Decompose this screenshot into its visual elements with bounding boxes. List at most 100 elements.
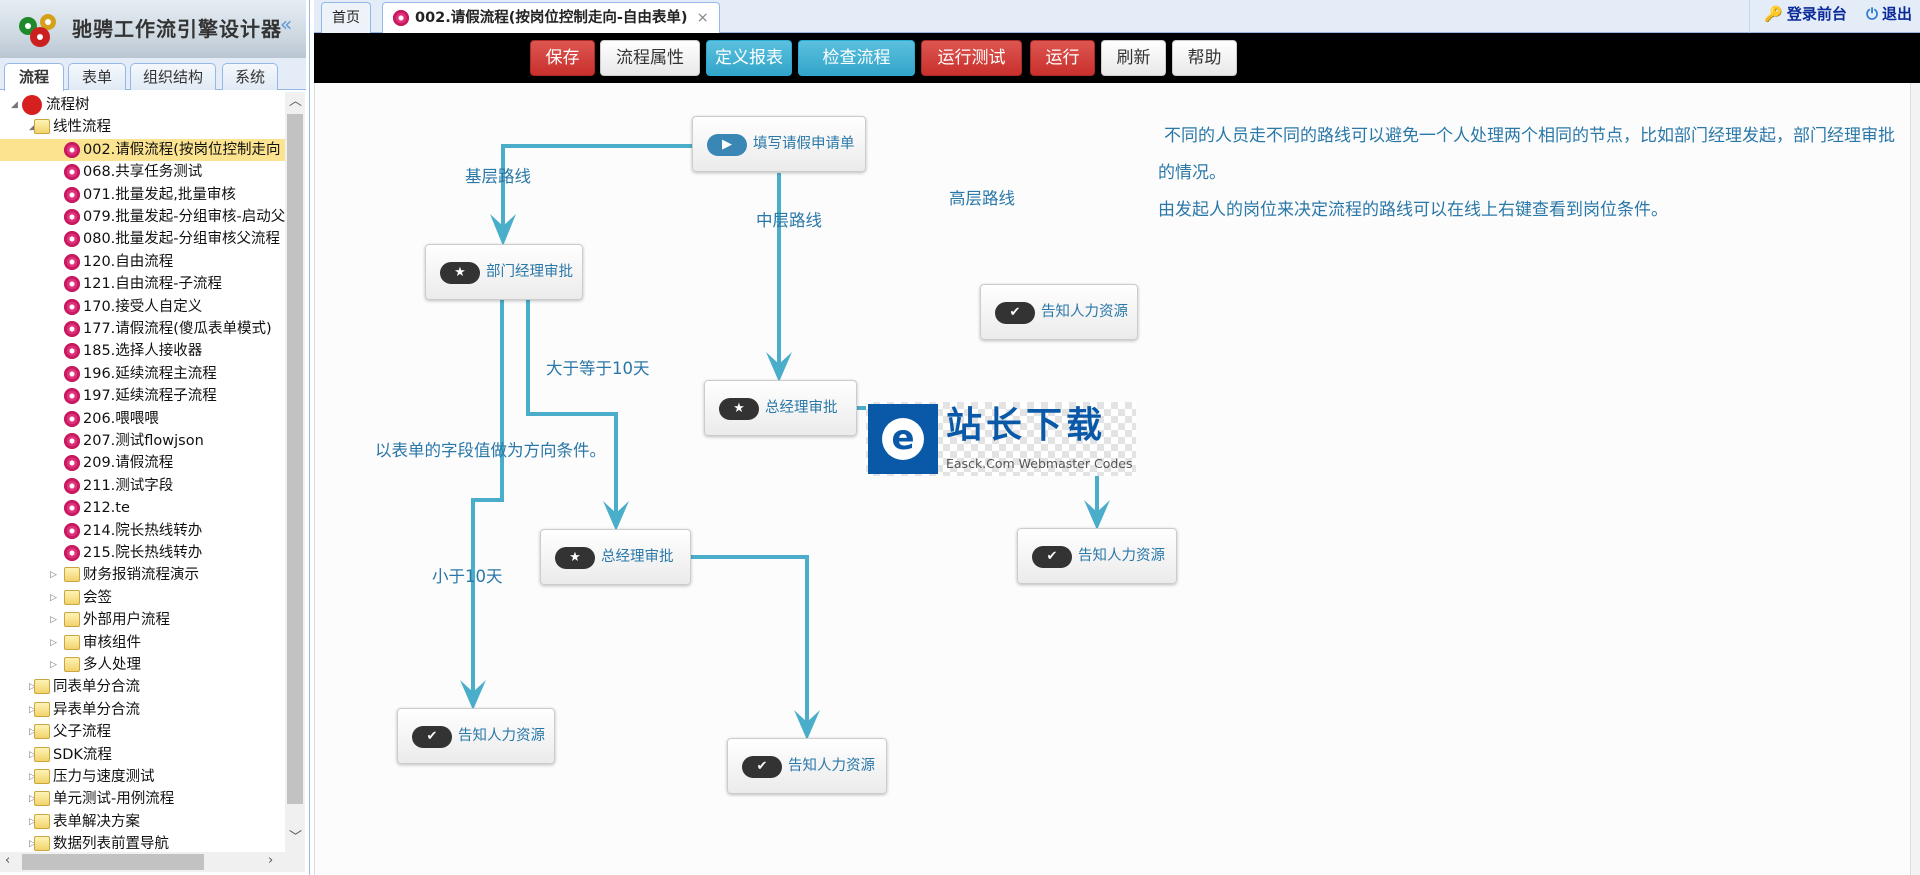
tree-item[interactable]: 196.延续流程主流程 [0,363,285,385]
tree-item-label: 170.接受人自定义 [83,298,203,315]
tree-item-label: 121.自由流程-子流程 [83,276,223,293]
tree-item[interactable]: ▷同表单分合流 [0,676,285,698]
node-notify-hr-bottom[interactable]: ✔告知人力资源 [727,738,887,794]
tree-item[interactable]: ▷会签 [0,587,285,609]
gear-icon [64,410,80,427]
tree-item[interactable]: 206.喂喂喂 [0,408,285,430]
tree-item[interactable]: 068.共享任务测试 [0,161,285,183]
tree-item[interactable]: ▷财务报销流程演示 [0,564,285,586]
flow-properties-button[interactable]: 流程属性 [600,40,700,76]
node-notify-hr-top[interactable]: ✔告知人力资源 [980,284,1138,340]
tree-item[interactable]: 214.院长热线转办 [0,520,285,542]
expand-arrow-icon[interactable]: ▷ [29,816,36,827]
expand-arrow-icon[interactable]: ▷ [50,637,57,648]
expand-arrow-icon[interactable]: ▷ [29,749,36,760]
tree-item[interactable]: 080.批量发起-分组审核父流程 [0,228,285,250]
close-tab-icon[interactable]: × [696,10,709,26]
tree-item[interactable]: 002.请假流程(按岗位控制走向 [0,138,285,161]
tree-item[interactable]: 120.自由流程 [0,251,285,273]
tree-item[interactable]: ◢流程树 [0,94,285,116]
tree-item[interactable]: ▷表单解决方案 [0,811,285,833]
expand-arrow-icon[interactable]: ▷ [29,704,36,715]
tab-flow[interactable]: 流程 [4,63,64,91]
tab-home[interactable]: 首页 [321,2,371,33]
help-button[interactable]: 帮助 [1172,40,1237,76]
tree-item[interactable]: ▷外部用户流程 [0,609,285,631]
tree-horizontal-scrollbar[interactable]: ‹ › [0,852,305,872]
edge-label-basic[interactable]: 基层路线 [465,167,531,186]
power-icon: ⏻ [1866,5,1878,23]
save-button[interactable]: 保存 [530,40,595,76]
gears-logo-icon [19,14,56,47]
expand-arrow-icon[interactable]: ▷ [29,682,36,693]
refresh-button[interactable]: 刷新 [1101,40,1166,76]
expand-arrow-icon[interactable]: ▷ [29,727,36,738]
run-button[interactable]: 运行 [1030,40,1095,76]
collapse-arrow-icon[interactable]: ◢ [29,122,36,133]
canvas-scrollbar[interactable] [1910,83,1920,875]
tree-item[interactable]: ◢线性流程 [0,116,285,138]
gear-icon [64,141,80,158]
scroll-down-icon[interactable]: ﹀ [289,830,303,845]
run-test-button[interactable]: 运行测试 [921,40,1022,76]
tree-item[interactable]: ▷审核组件 [0,632,285,654]
scroll-right-icon[interactable]: › [268,853,274,868]
tree-vertical-scrollbar[interactable]: ︿ ﹀ [285,92,305,852]
node-notify-hr-left[interactable]: ✔告知人力资源 [397,708,555,764]
gear-icon [64,433,80,449]
tree-item[interactable]: ▷压力与速度测试 [0,766,285,788]
define-report-button[interactable]: 定义报表 [706,40,792,76]
node-dept-approval[interactable]: ★部门经理审批 [425,244,583,300]
scroll-thumb[interactable] [22,854,204,870]
tree-item[interactable]: 121.自由流程-子流程 [0,273,285,295]
tree-item-label: 207.测试flowjson [83,433,204,449]
tree-item[interactable]: 071.批量发起,批量审核 [0,184,285,206]
tree-item[interactable]: ▷父子流程 [0,721,285,743]
tree-item[interactable]: 170.接受人自定义 [0,296,285,318]
node-notify-hr-right[interactable]: ✔告知人力资源 [1017,528,1177,584]
expand-arrow-icon[interactable]: ▷ [50,615,57,626]
tree-item[interactable]: 207.测试flowjson [0,430,285,452]
scroll-thumb[interactable] [287,114,303,804]
star-icon: ★ [719,398,759,420]
tree-item[interactable]: ▷单元测试-用例流程 [0,788,285,810]
tree-item[interactable]: 185.选择人接收器 [0,340,285,362]
logout-link[interactable]: 退出 [1881,5,1912,23]
tree-item[interactable]: ▷异表单分合流 [0,699,285,721]
node-gm-approval-low[interactable]: ★总经理审批 [540,529,691,585]
tree-item[interactable]: 177.请假流程(傻瓜表单模式) [0,318,285,340]
tab-flow-designer[interactable]: 002.请假流程(按岗位控制走向-自由表单) × [382,2,720,33]
node-gm-approval-mid[interactable]: ★总经理审批 [704,380,857,436]
expand-arrow-icon[interactable]: ▷ [50,570,57,581]
check-flow-button[interactable]: 检查流程 [798,40,915,76]
edge-label-ge10[interactable]: 大于等于10天 [546,359,650,378]
expand-arrow-icon[interactable]: ▷ [50,660,57,670]
tree-item[interactable]: ▷SDK流程 [0,744,285,766]
tree-item[interactable]: ▷多人处理 [0,654,285,676]
expand-arrow-icon[interactable]: ▷ [29,839,36,850]
gear-icon [64,388,80,405]
edge-label-high[interactable]: 高层路线 [949,189,1015,208]
scroll-left-icon[interactable]: ‹ [5,853,11,868]
tree-item[interactable]: 209.请假流程 [0,452,285,474]
edge-label-middle[interactable]: 中层路线 [756,211,822,230]
edge-label-lt10[interactable]: 小于10天 [432,567,503,586]
tree-item[interactable]: 215.院长热线转办 [0,542,285,564]
tree-item[interactable]: 197.延续流程子流程 [0,385,285,407]
expand-arrow-icon[interactable]: ▷ [50,592,57,603]
collapse-sidebar-icon[interactable]: « [280,12,293,36]
tab-org[interactable]: 组织结构 [130,63,216,90]
expand-arrow-icon[interactable]: ▷ [29,772,36,782]
tree-item[interactable]: 079.批量发起-分组审核-启动父 [0,206,285,228]
tree-item[interactable]: ▷数据列表前置导航 [0,833,285,852]
tree-item[interactable]: 211.测试字段 [0,475,285,497]
edge-label-field-cond[interactable]: 以表单的字段值做为方向条件。 [375,441,606,460]
login-frontend-link[interactable]: 登录前台 [1786,5,1847,23]
tree-item[interactable]: 212.te [0,497,285,519]
scroll-up-icon[interactable]: ︿ [289,94,303,109]
node-start[interactable]: ▶填写请假申请单 [692,116,866,172]
tab-system[interactable]: 系统 [222,63,278,90]
expand-arrow-icon[interactable]: ▷ [29,794,36,805]
tab-form[interactable]: 表单 [68,63,126,90]
collapse-arrow-icon[interactable]: ◢ [11,100,18,110]
